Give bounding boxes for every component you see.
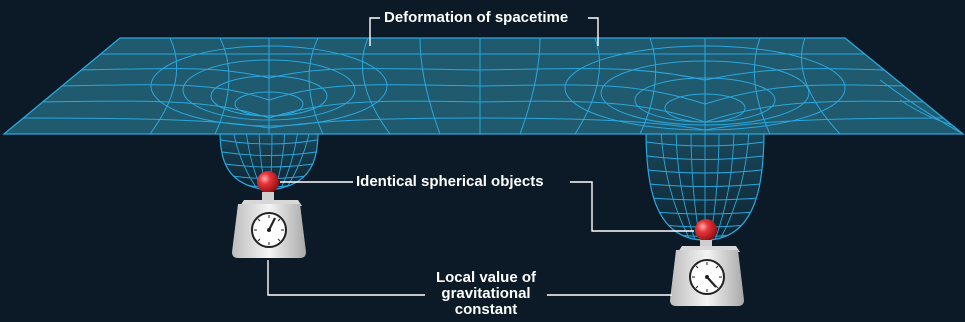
gravitational-constant-label: Local value of gravitational constant [424,270,548,318]
right-sphere-icon [695,219,717,241]
right-gravity-well [645,129,765,241]
right-scale-icon [670,240,744,306]
leader-lines [267,17,694,296]
spacetime-sheet [2,37,965,135]
gravity-label-line3: constant [454,301,518,318]
left-scale-icon [232,192,306,258]
gravity-label-line1: Local value of [435,269,537,286]
left-sphere-icon [257,171,279,193]
gravity-label-line2: gravitational [441,285,531,302]
objects-label: Identical spherical objects [356,173,544,190]
spacetime-label: Deformation of spacetime [384,9,569,26]
